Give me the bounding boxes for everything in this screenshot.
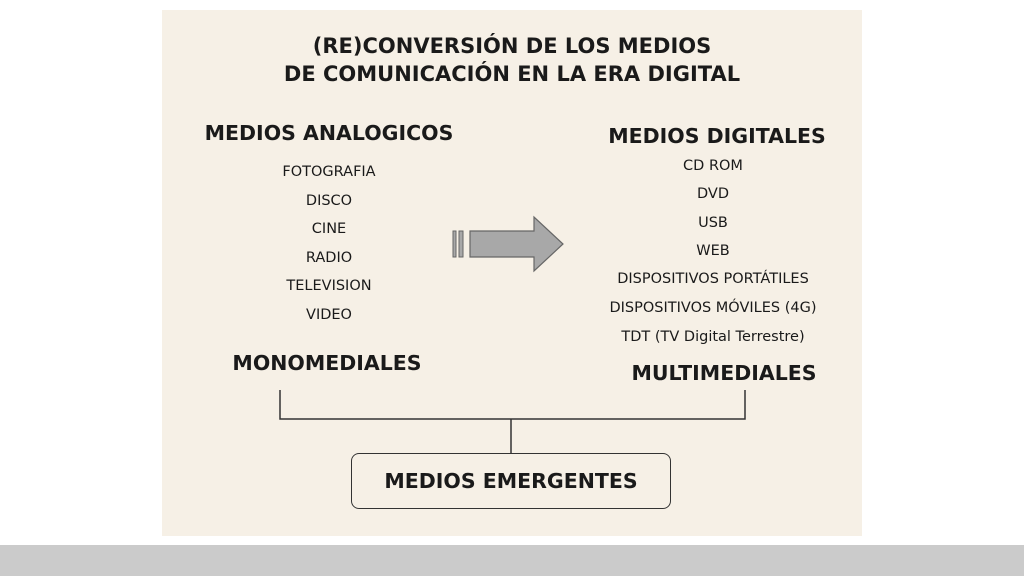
digital-heading: MEDIOS DIGITALES [608, 124, 826, 148]
digital-item: DISPOSITIVOS MÓVILES (4G) [609, 300, 817, 316]
title-line-2: DE COMUNICACIÓN EN LA ERA DIGITAL [283, 62, 741, 86]
slide: (RE)CONVERSIÓN DE LOS MEDIOS DE COMUNICA… [162, 10, 862, 536]
digital-item: WEB [696, 243, 730, 259]
emergent-media-label: MEDIOS EMERGENTES [384, 469, 638, 493]
digital-item: CD ROM [683, 158, 743, 174]
right-arrow-icon [452, 215, 564, 273]
digital-item: TDT (TV Digital Terrestre) [621, 329, 805, 345]
analog-item: TELEVISION [286, 278, 372, 294]
analog-item: RADIO [305, 250, 353, 266]
analog-heading: MEDIOS ANALOGICOS [204, 121, 454, 145]
analog-item: CINE [311, 221, 347, 237]
analog-item: DISCO [305, 193, 353, 209]
analog-item: VIDEO [306, 307, 352, 323]
digital-item: DVD [697, 186, 729, 202]
digital-item: DISPOSITIVOS PORTÁTILES [617, 271, 809, 287]
emergent-media-box [351, 453, 671, 509]
monomediales-label: MONOMEDIALES [232, 351, 422, 375]
bracket-connector [279, 390, 746, 453]
bottom-bar [0, 545, 1024, 576]
title-line-1: (RE)CONVERSIÓN DE LOS MEDIOS [312, 34, 712, 58]
multimediales-label: MULTIMEDIALES [631, 361, 817, 385]
analog-item: FOTOGRAFIA [282, 164, 376, 180]
digital-item: USB [698, 215, 728, 231]
